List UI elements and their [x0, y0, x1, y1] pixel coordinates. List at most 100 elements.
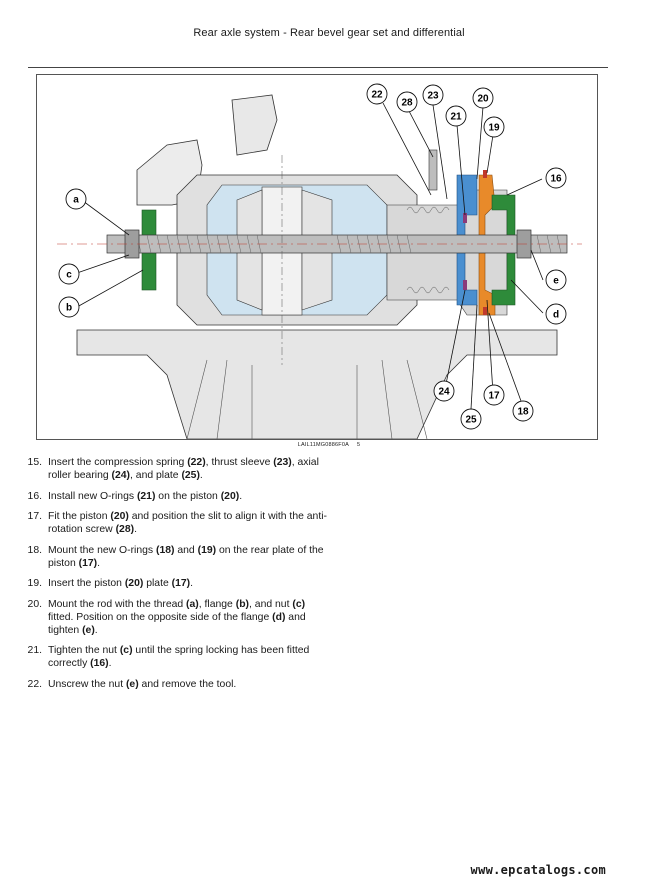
callout-c: c [58, 263, 80, 285]
callout-23: 23 [422, 84, 444, 106]
step-text: , and nut [249, 598, 293, 610]
housing-ribs [186, 359, 428, 439]
part-reference: (20) [110, 511, 129, 522]
o-ring-18 [483, 307, 487, 315]
procedure-step: 18.Mount the new O-rings (18) and (19) o… [22, 544, 332, 570]
part-reference: (20) [124, 578, 144, 589]
svg-text:28: 28 [401, 98, 413, 109]
part-reference: (24) [111, 470, 131, 481]
footer-url[interactable]: www.epcatalogs.com [470, 863, 606, 877]
part-reference: (e) [125, 678, 139, 690]
svg-text:17: 17 [488, 391, 500, 402]
step-text: , and plate [130, 470, 182, 481]
callouts: a c b 22 28 23 21 20 19 16 e d 24 25 17 … [58, 83, 567, 430]
svg-text:23: 23 [427, 91, 439, 102]
svg-text:d: d [553, 310, 559, 321]
assembly-figure: a c b 22 28 23 21 20 19 16 e d 24 25 17 … [36, 74, 598, 440]
step-text: and tighten [48, 611, 306, 636]
part-reference: (20) [220, 490, 240, 502]
svg-text:24: 24 [438, 387, 450, 398]
svg-text:18: 18 [517, 407, 529, 418]
procedure-step: 22. Unscrew the nut (e) and remove the to… [22, 678, 332, 691]
o-ring-21b [463, 280, 467, 290]
callout-21: 21 [445, 105, 467, 127]
part-reference: (22) [187, 457, 206, 468]
figure-caption: LAIL11MG0886F0A 5 [0, 442, 658, 448]
part-reference: (25) [181, 470, 200, 481]
o-ring-19 [483, 170, 487, 178]
svg-text:22: 22 [371, 90, 383, 101]
o-ring-21 [463, 213, 467, 223]
step-number: 16. [27, 490, 42, 502]
callout-e: e [545, 269, 567, 291]
svg-text:e: e [553, 276, 559, 287]
part-reference: (c) [292, 598, 306, 610]
housing-base [76, 329, 558, 439]
part-reference: (b) [235, 598, 250, 610]
step-text: Insert the piston [48, 578, 125, 589]
step-text: . [199, 470, 203, 481]
step-text: Insert the compression spring [48, 457, 188, 468]
step-number: 21. [27, 645, 42, 656]
step-number: 15. [27, 457, 42, 468]
part-reference: (a) [186, 598, 199, 610]
part-reference: (21) [136, 490, 156, 502]
step-text: until the spring locking has been fitted… [48, 645, 310, 669]
header-rule [28, 67, 608, 68]
svg-text:20: 20 [477, 94, 489, 105]
step-text: Mount the rod with the thread [48, 598, 187, 610]
step-text: on the piston [155, 490, 221, 502]
part-reference: (c) [119, 645, 133, 656]
step-text: and [174, 544, 198, 556]
screw-28 [428, 149, 438, 191]
part-reference: (28) [115, 524, 135, 535]
svg-text:16: 16 [550, 174, 562, 185]
compression-spring [406, 206, 450, 294]
leader-lines [76, 102, 544, 410]
part-reference: (17) [171, 578, 191, 589]
step-text: . [108, 658, 112, 669]
part-reference: (17) [78, 557, 98, 569]
callout-b: b [58, 296, 80, 318]
step-text: plate [143, 578, 172, 589]
figure-code: LAIL11MG0886F0A [297, 442, 349, 448]
figure-index: 5 [356, 442, 361, 448]
callout-28: 28 [396, 91, 418, 113]
part-reference: (e) [82, 624, 95, 636]
step-number: 18. [27, 544, 42, 556]
bevel-gear-top [231, 94, 278, 156]
callout-a: a [65, 188, 87, 210]
step-number: 17. [27, 511, 42, 522]
svg-text:c: c [66, 270, 72, 281]
procedure-step: 15. Insert the compression spring (22), t… [22, 456, 332, 482]
flange-d [491, 194, 516, 306]
procedure-steps: 15. Insert the compression spring (22), t… [22, 456, 332, 698]
step-text: Tighten the nut [48, 645, 120, 656]
step-text: , axial roller bearing [48, 457, 319, 481]
callout-24: 24 [433, 380, 455, 402]
procedure-step: 17.Fit the piston (20) and position the … [22, 510, 332, 536]
callout-25: 25 [460, 408, 482, 430]
svg-text:19: 19 [488, 123, 500, 134]
step-text: . [94, 624, 98, 636]
step-number: 20. [27, 598, 42, 610]
part-reference: (19) [197, 544, 217, 556]
step-number: 22. [27, 678, 42, 690]
step-text: , thrust sleeve [205, 457, 274, 468]
step-text: fitted. Position on the opposite side of… [48, 611, 273, 623]
step-text: and remove the tool. [138, 678, 237, 690]
part-reference: (d) [272, 611, 286, 623]
callout-d: d [545, 303, 567, 325]
part-reference: (23) [273, 457, 292, 468]
step-text: . [97, 557, 100, 569]
svg-text:21: 21 [450, 112, 462, 123]
svg-text:25: 25 [465, 415, 477, 426]
procedure-step: 19.Insert the piston (20) plate (17). [22, 577, 332, 590]
svg-text:b: b [66, 303, 72, 314]
step-text: . [239, 490, 243, 502]
step-text: . [134, 524, 137, 535]
procedure-step: 20.Mount the rod with the thread (a), fl… [22, 598, 332, 637]
procedure-step: 16.Install new O-rings (21) on the pisto… [22, 490, 332, 503]
svg-text:a: a [73, 195, 79, 206]
step-text: Unscrew the nut [48, 678, 126, 690]
